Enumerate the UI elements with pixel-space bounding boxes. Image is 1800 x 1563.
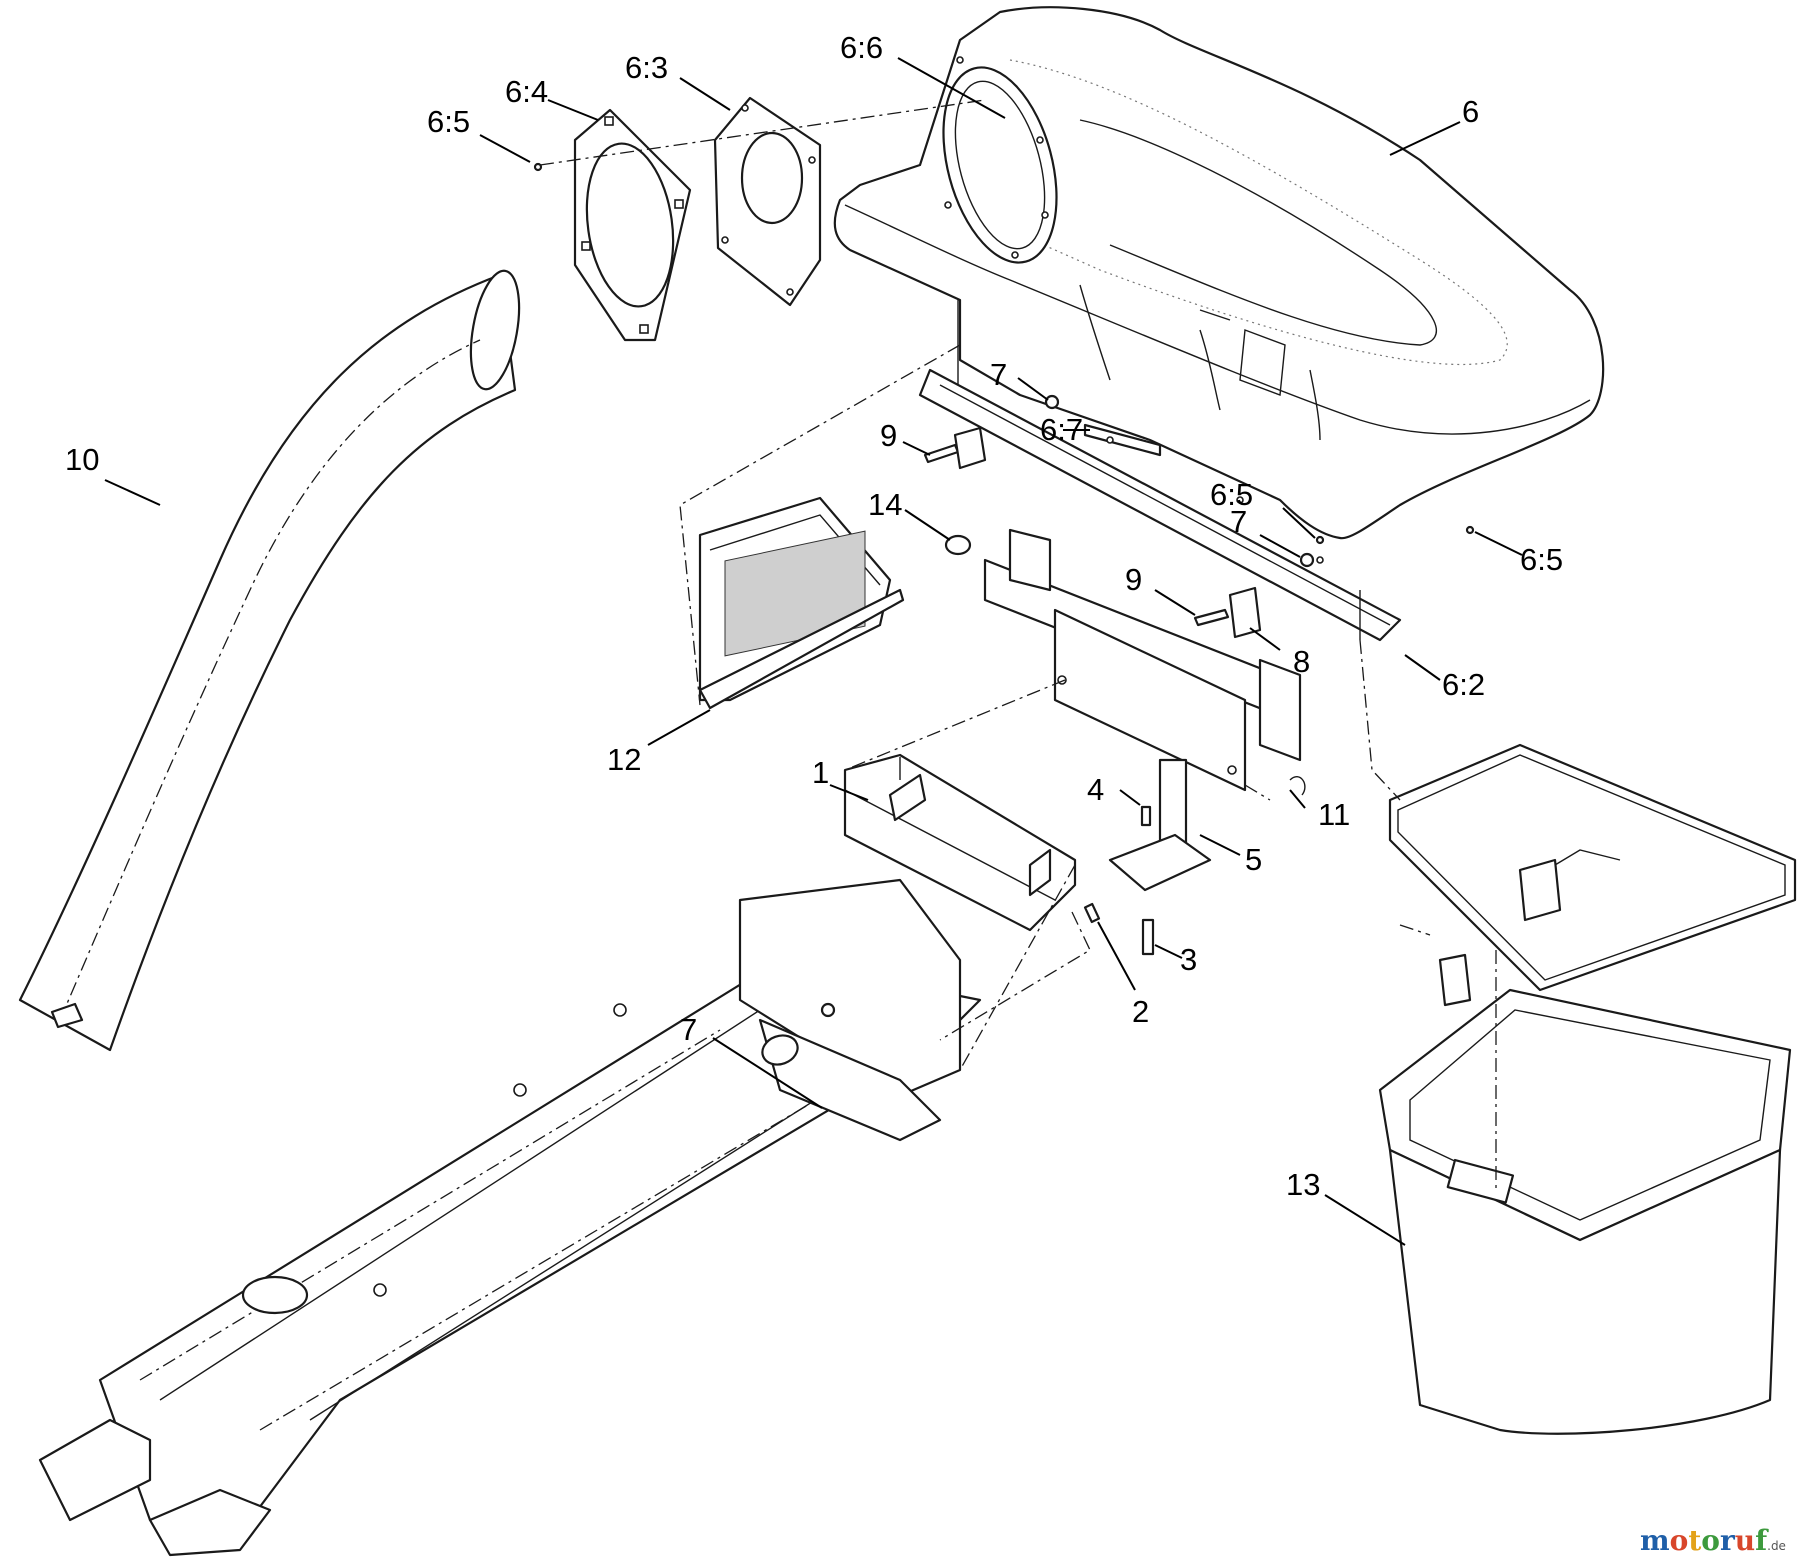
callout-6-5-mid: 6:5: [1210, 477, 1253, 512]
hardware: [533, 162, 1475, 1018]
wm-suffix: .de: [1767, 1539, 1786, 1553]
callout-6-5-top: 6:5: [427, 104, 470, 139]
callout-8: 8: [1293, 644, 1310, 679]
screw-part-6-5-mid: [1315, 535, 1325, 545]
callout-labels: 6:6 6:3 6:4 6:5 6 7 6:7 9 10 14 6:5 7 6:…: [65, 30, 1563, 1202]
grommet-part-14: [944, 534, 972, 556]
support-bracket-part-5: [983, 528, 1302, 892]
callout-10: 10: [65, 442, 99, 477]
callout-7-top: 7: [990, 357, 1007, 392]
wm-letter: o: [1701, 1524, 1720, 1557]
screw-part-6-5-top: [533, 162, 543, 172]
callout-3: 3: [1180, 942, 1197, 977]
callout-14: 14: [868, 487, 902, 522]
bolt-part-2: [1083, 902, 1101, 924]
callout-12: 12: [607, 742, 641, 777]
collection-bag-part-13: [1378, 743, 1797, 1435]
nut-part-7-mid: [1299, 552, 1315, 568]
screen-part-12: [698, 496, 905, 710]
nut-part-7-bottom: [820, 1002, 836, 1018]
callout-9-mid: 9: [1125, 562, 1142, 597]
callout-6: 6: [1462, 94, 1479, 129]
callout-6-7: 6:7: [1040, 412, 1083, 447]
callout-5: 5: [1245, 842, 1262, 877]
wm-letter: u: [1735, 1524, 1755, 1557]
bolt-part-9-top: [923, 443, 960, 464]
callout-9-top: 9: [880, 418, 897, 453]
callout-7-mid: 7: [1230, 504, 1247, 539]
svg-text:motoruf.de: motoruf.de: [1640, 1524, 1786, 1557]
wm-letter: f: [1755, 1524, 1769, 1557]
tractor-frame: [38, 878, 982, 1557]
callout-2: 2: [1132, 994, 1149, 1029]
wm-letter: o: [1670, 1524, 1689, 1557]
bolt-part-9-mid: [1193, 608, 1230, 627]
bolt-part-3: [1141, 918, 1155, 956]
wm-letter: m: [1640, 1524, 1670, 1557]
watermark-logo: motoruf.de: [1640, 1524, 1786, 1557]
discharge-tube-part-10: [18, 269, 521, 1052]
bolt-part-4: [1140, 805, 1152, 827]
callout-7-bottom: 7: [680, 1012, 697, 1047]
callout-6-2: 6:2: [1442, 667, 1485, 702]
callout-6-5-right: 6:5: [1520, 542, 1563, 577]
pin-part-11: [1289, 776, 1306, 796]
callout-13: 13: [1286, 1167, 1320, 1202]
wm-letter: r: [1720, 1524, 1736, 1557]
tray-bracket-part-1: [843, 753, 1077, 932]
hood-rail-part-6-2: [918, 368, 1402, 642]
adapter-plate-part-6-3: [713, 96, 822, 307]
adapter-plate-part-6-4: [573, 108, 692, 342]
nut-part-7-top: [1044, 394, 1060, 410]
screw-part-6-5-right: [1465, 525, 1475, 535]
callout-4: 4: [1087, 772, 1104, 807]
leader-lines: [104, 57, 1523, 1246]
callout-6-4: 6:4: [505, 74, 548, 109]
wm-letter: t: [1688, 1524, 1701, 1557]
clip-part-8-top: [953, 426, 987, 470]
callout-6-3: 6:3: [625, 50, 668, 85]
callout-1: 1: [812, 755, 829, 790]
clip-part-8: [1228, 586, 1262, 639]
assembly-lines: [539, 99, 1497, 1190]
hood-part-6: [833, 6, 1605, 540]
callout-6-6: 6:6: [840, 30, 883, 65]
callout-11: 11: [1318, 797, 1350, 832]
